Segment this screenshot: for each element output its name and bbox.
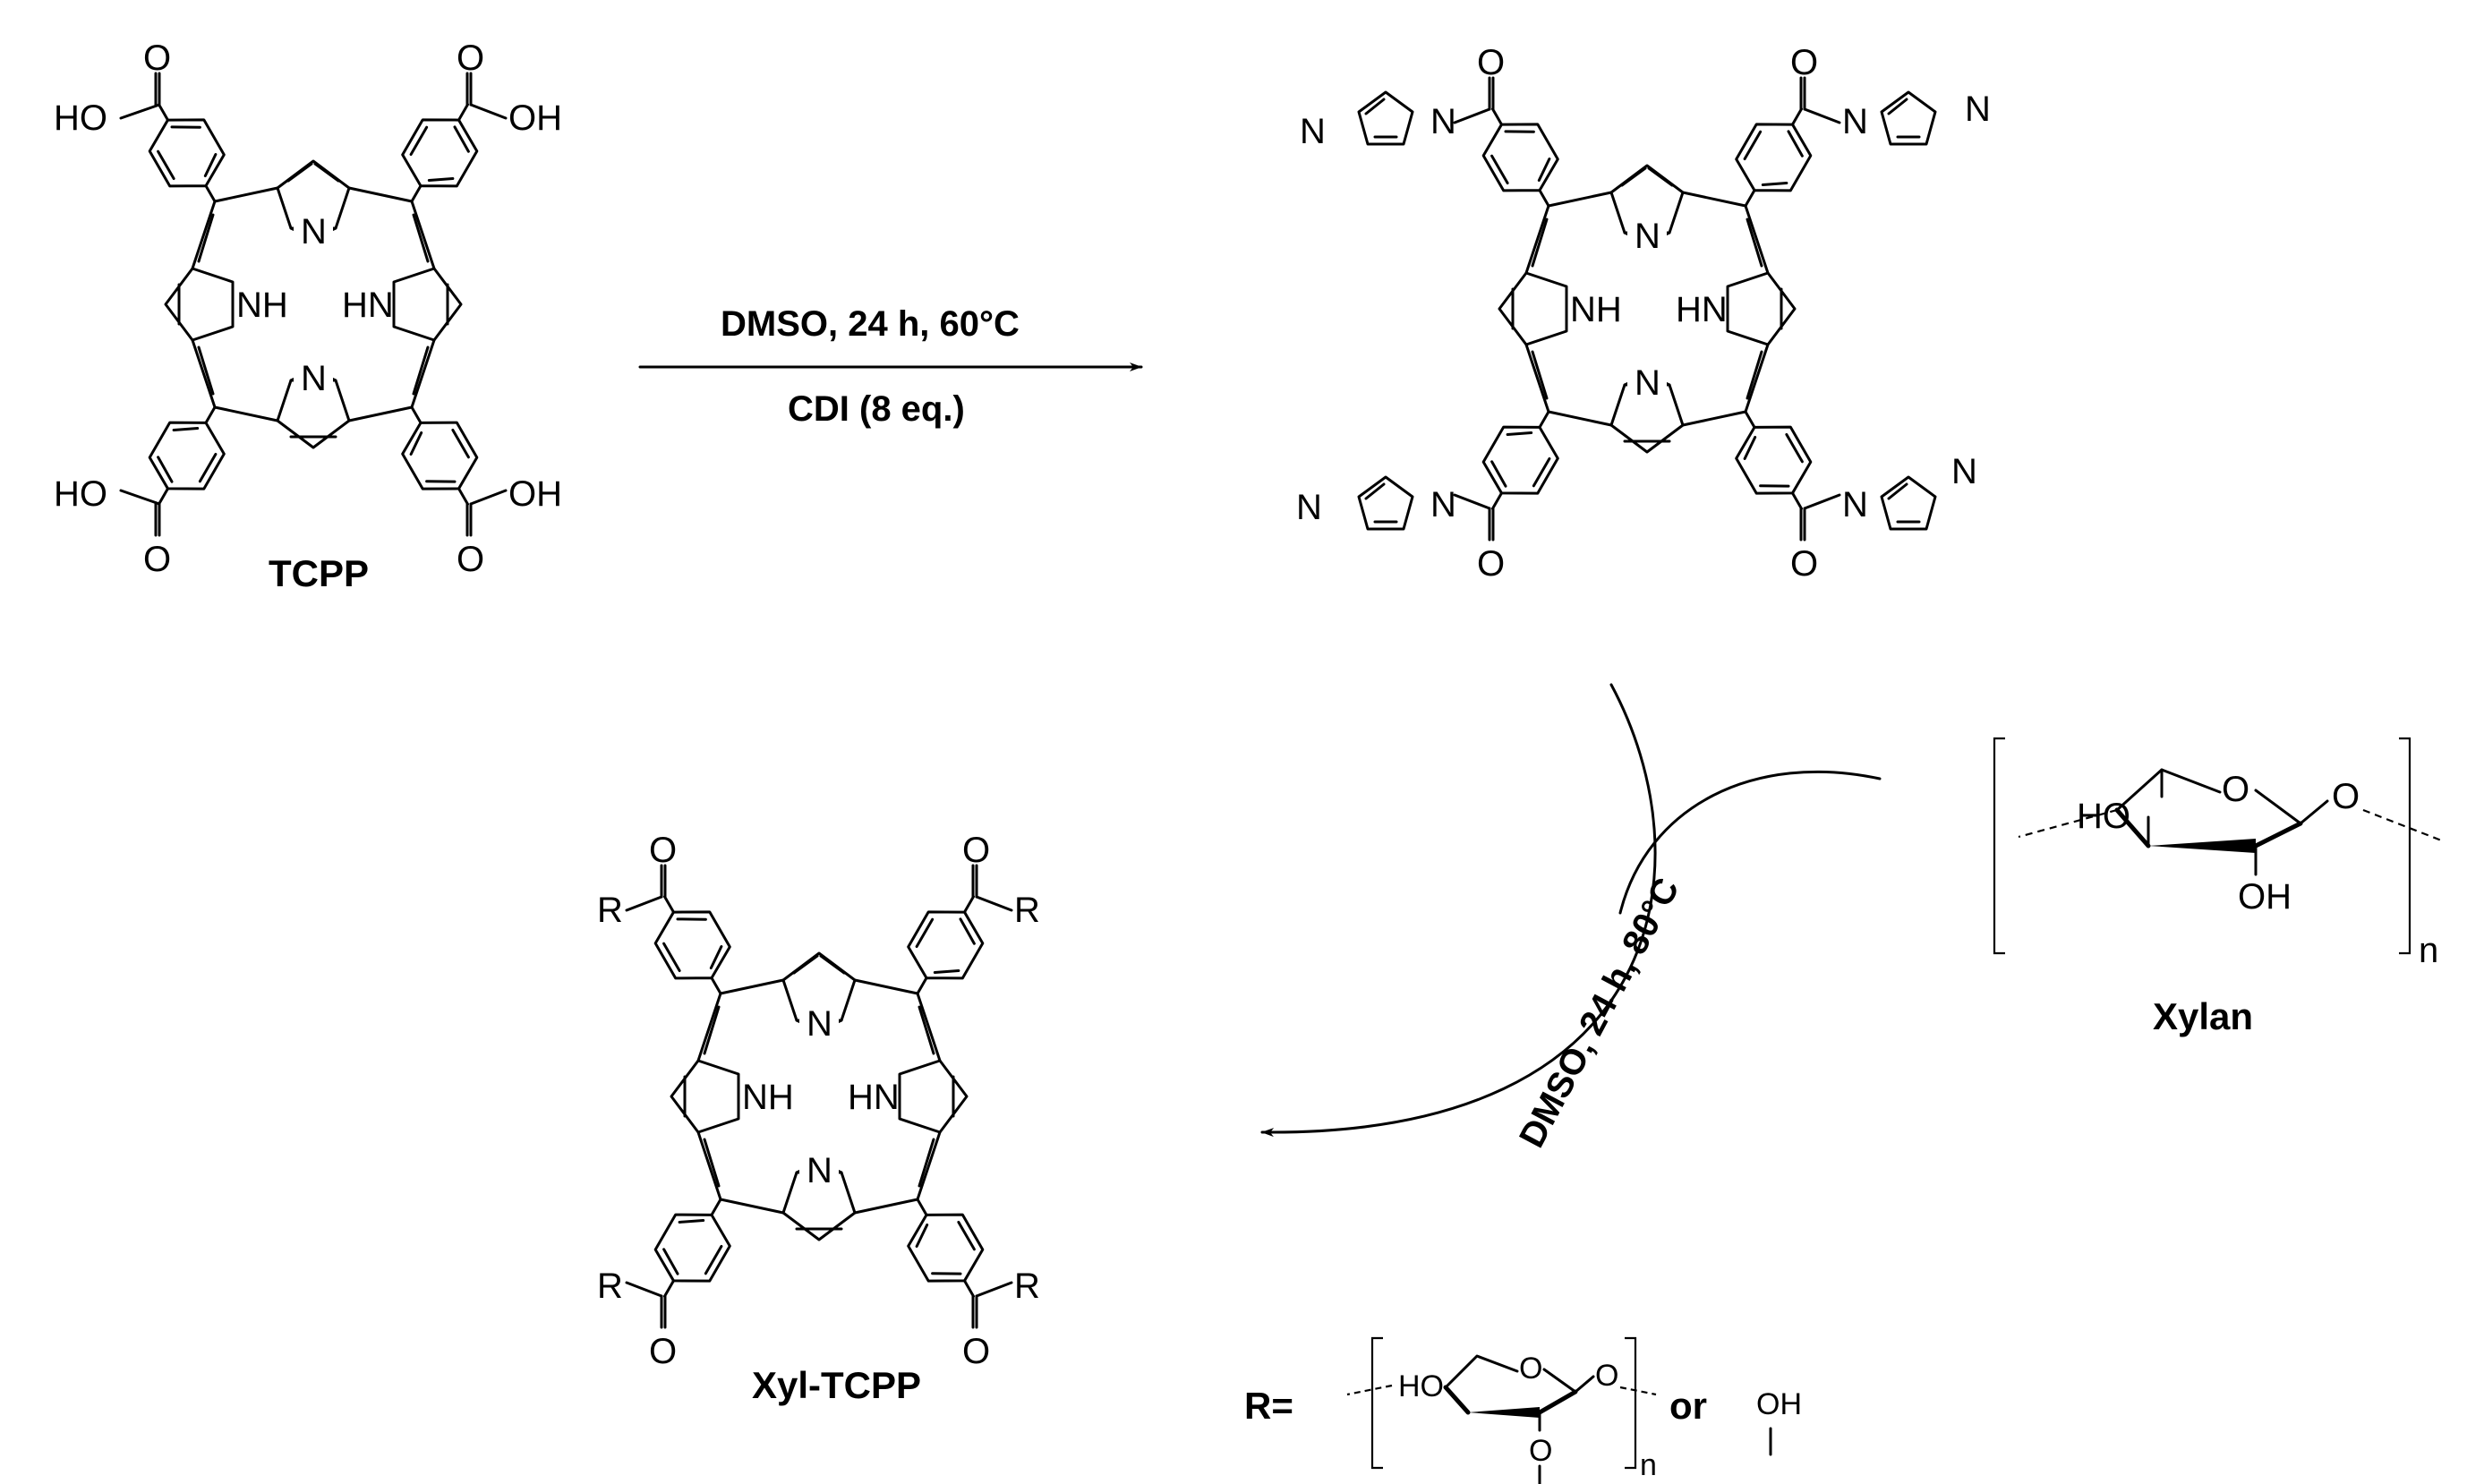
atom-o: O — [649, 1332, 677, 1371]
atom-ho: HO — [54, 98, 107, 138]
xylan-repeat-n: n — [2419, 931, 2438, 970]
xylan-structure: n O HO OH O — [1993, 737, 2445, 970]
atom-hn: HN — [342, 286, 394, 325]
xyl-tcpp-structure: N N NH HN O R O R O R O R — [597, 831, 1040, 1371]
reagent-arrow-xylan — [1618, 770, 1882, 915]
r-glycosidic-oxygen: O — [1595, 1359, 1618, 1393]
reaction-arrow-2 — [1260, 683, 1657, 1138]
atom-o: O — [457, 540, 484, 579]
xyl-tcpp-label: Xyl-TCPP — [752, 1364, 921, 1406]
atom-n: N — [301, 359, 327, 398]
r-group-oh: OH — [1756, 1387, 1802, 1421]
step1-condition-top: DMSO, 24 h, 60°C — [721, 304, 1020, 344]
r-group-definition: R= n O HO O O or OH — [1244, 1336, 1802, 1484]
atom-n: N — [1635, 363, 1660, 403]
atom-r: R — [597, 1267, 623, 1306]
atom-o: O — [962, 831, 990, 870]
r-ho: HO — [1398, 1369, 1444, 1403]
atom-o: O — [143, 540, 171, 579]
atom-oh: OH — [508, 98, 562, 138]
atom-n: N — [1965, 90, 1991, 129]
atom-n: N — [1951, 452, 1977, 491]
atom-hn: HN — [1676, 290, 1728, 329]
step1-condition-bottom: CDI (8 eq.) — [788, 389, 965, 429]
atom-o: O — [1477, 544, 1505, 584]
xylan-oh: OH — [2238, 877, 2292, 917]
r-group-prefix: R= — [1244, 1385, 1293, 1427]
ring-oxygen: O — [2222, 770, 2249, 809]
atom-o: O — [457, 38, 484, 78]
atom-n: N — [1430, 102, 1456, 141]
atom-nh: NH — [236, 286, 288, 325]
xylan-ho: HO — [2077, 797, 2130, 836]
atom-n: N — [807, 1004, 832, 1044]
atom-n: N — [301, 212, 327, 252]
atom-n: N — [1430, 485, 1456, 525]
r-group-or: or — [1669, 1385, 1707, 1427]
r-group-repeat-n: n — [1640, 1448, 1657, 1482]
atom-nh: NH — [1570, 290, 1622, 329]
atom-n: N — [1842, 485, 1868, 525]
atom-r: R — [1014, 1267, 1040, 1306]
atom-oh: OH — [508, 474, 562, 514]
step2-condition: DMSO, 24 h, 80°C — [1512, 872, 1687, 1154]
xylan-label: Xylan — [2153, 995, 2253, 1037]
atom-o: O — [1477, 43, 1505, 82]
atom-ho: HO — [54, 474, 107, 514]
atom-o: O — [962, 1332, 990, 1371]
r-oxygen: O — [1529, 1434, 1552, 1468]
tcpp-structure: N N NH HN O HO O OH O HO O OH — [54, 38, 562, 579]
atom-r: R — [597, 891, 623, 930]
tcpp-label: TCPP — [269, 552, 369, 594]
atom-hn: HN — [848, 1078, 900, 1117]
atom-n: N — [1296, 488, 1322, 527]
r-ring-oxygen: O — [1519, 1352, 1542, 1386]
atom-o: O — [649, 831, 677, 870]
atom-o: O — [1790, 544, 1818, 584]
atom-n: N — [1300, 112, 1326, 151]
atom-n: N — [1635, 217, 1660, 256]
atom-o: O — [143, 38, 171, 78]
atom-o: O — [1790, 43, 1818, 82]
atom-n: N — [807, 1151, 832, 1190]
glycosidic-oxygen: O — [2332, 777, 2360, 816]
atom-nh: NH — [742, 1078, 794, 1117]
atom-r: R — [1014, 891, 1040, 930]
imidazolide-porphyrin-structure: N N NH HN O N N O N N O N N O N N — [1296, 43, 1991, 584]
atom-n: N — [1842, 102, 1868, 141]
